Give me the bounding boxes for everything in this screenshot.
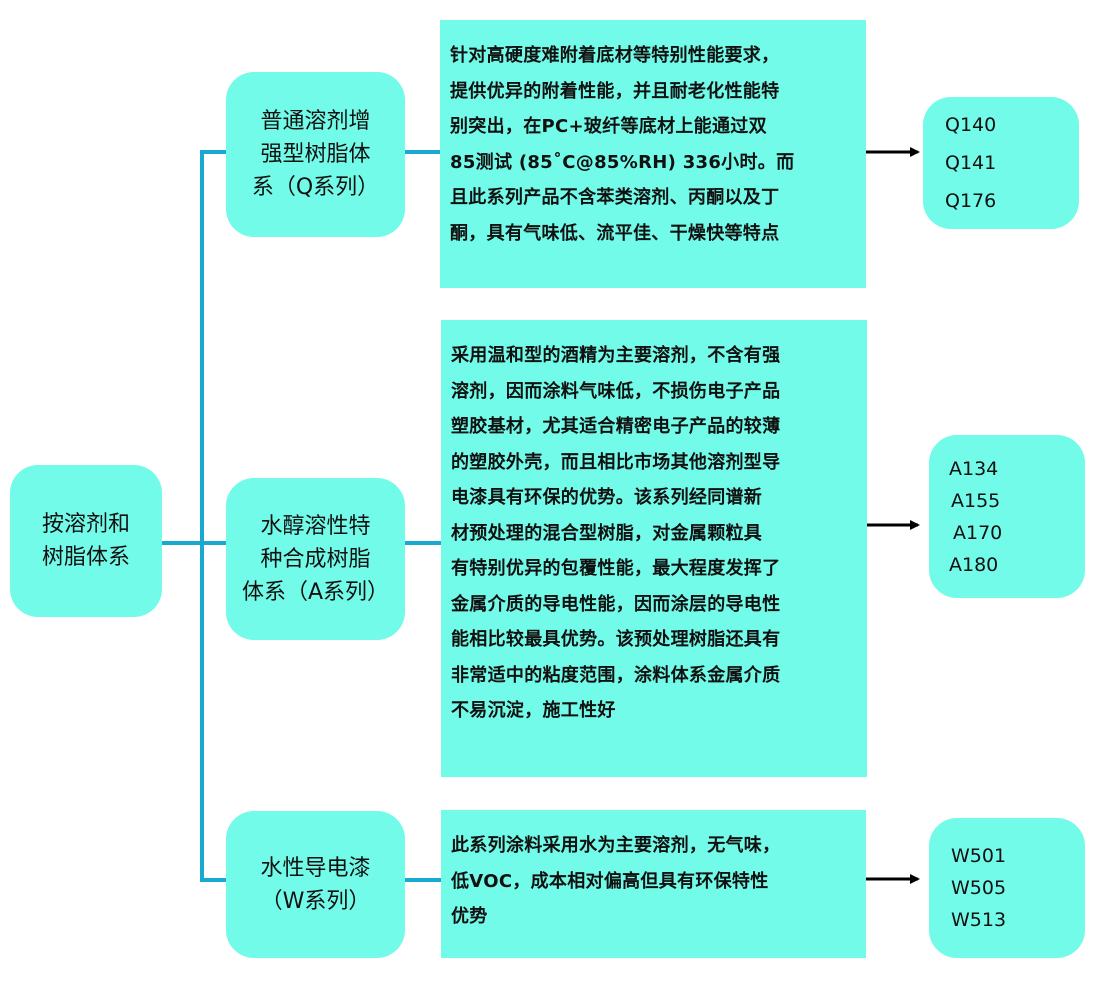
category-node-a: 水醇溶性特 种合成树脂 体系（A系列） <box>226 478 405 640</box>
trunk-line <box>200 150 204 882</box>
description-box-a: 采用温和型的酒精为主要溶剂，不含有强 溶剂，因而涂料气味低，不损伤电子产品 塑胶… <box>441 320 867 777</box>
product-item: Q141 <box>945 152 997 174</box>
branch-w <box>200 878 228 882</box>
link-w-desc <box>403 878 441 882</box>
description-text-q: 针对高硬度难附着底材等特别性能要求， 提供优异的附着性能，并且耐老化性能特 别突… <box>450 45 795 244</box>
product-item: W513 <box>951 909 1007 931</box>
products-box-a: A134 A155 A170 A180 <box>929 435 1085 598</box>
description-box-q: 针对高硬度难附着底材等特别性能要求， 提供优异的附着性能，并且耐老化性能特 别突… <box>440 20 866 288</box>
root-node: 按溶剂和 树脂体系 <box>10 465 162 617</box>
category-node-q: 普通溶剂增 强型树脂体 系（Q系列） <box>226 72 405 237</box>
root-connector <box>160 541 204 545</box>
branch-a <box>200 541 228 545</box>
link-a-desc <box>403 541 441 545</box>
category-label-q: 普通溶剂增 强型树脂体 系（Q系列） <box>251 109 380 200</box>
product-item: A180 <box>949 553 999 576</box>
product-item: W501 <box>951 845 1007 867</box>
link-q-desc <box>403 150 441 154</box>
description-box-w: 此系列涂料采用水为主要溶剂，无气味， 低VOC，成本相对偏高但具有环保特性 优势 <box>441 810 866 958</box>
products-box-w: W501 W505 W513 <box>929 818 1085 958</box>
product-item: Q176 <box>945 190 997 212</box>
branch-q <box>200 150 228 154</box>
product-item: A134 <box>949 457 999 480</box>
category-label-w: 水性导电漆 （W系列） <box>260 855 371 914</box>
category-label-a: 水醇溶性特 种合成树脂 体系（A系列） <box>241 513 390 605</box>
description-text-a: 采用温和型的酒精为主要溶剂，不含有强 溶剂，因而涂料气味低，不损伤电子产品 塑胶… <box>451 345 781 721</box>
product-item: Q140 <box>945 114 997 136</box>
product-item: A170 <box>953 521 1003 544</box>
root-label: 按溶剂和 树脂体系 <box>41 512 130 570</box>
description-text-w: 此系列涂料采用水为主要溶剂，无气味， 低VOC，成本相对偏高但具有环保特性 优势 <box>451 835 781 927</box>
products-box-q: Q140 Q141 Q176 <box>923 97 1079 229</box>
category-node-w: 水性导电漆 （W系列） <box>226 811 405 958</box>
product-item: W505 <box>951 877 1007 899</box>
product-item: A155 <box>951 489 1001 512</box>
